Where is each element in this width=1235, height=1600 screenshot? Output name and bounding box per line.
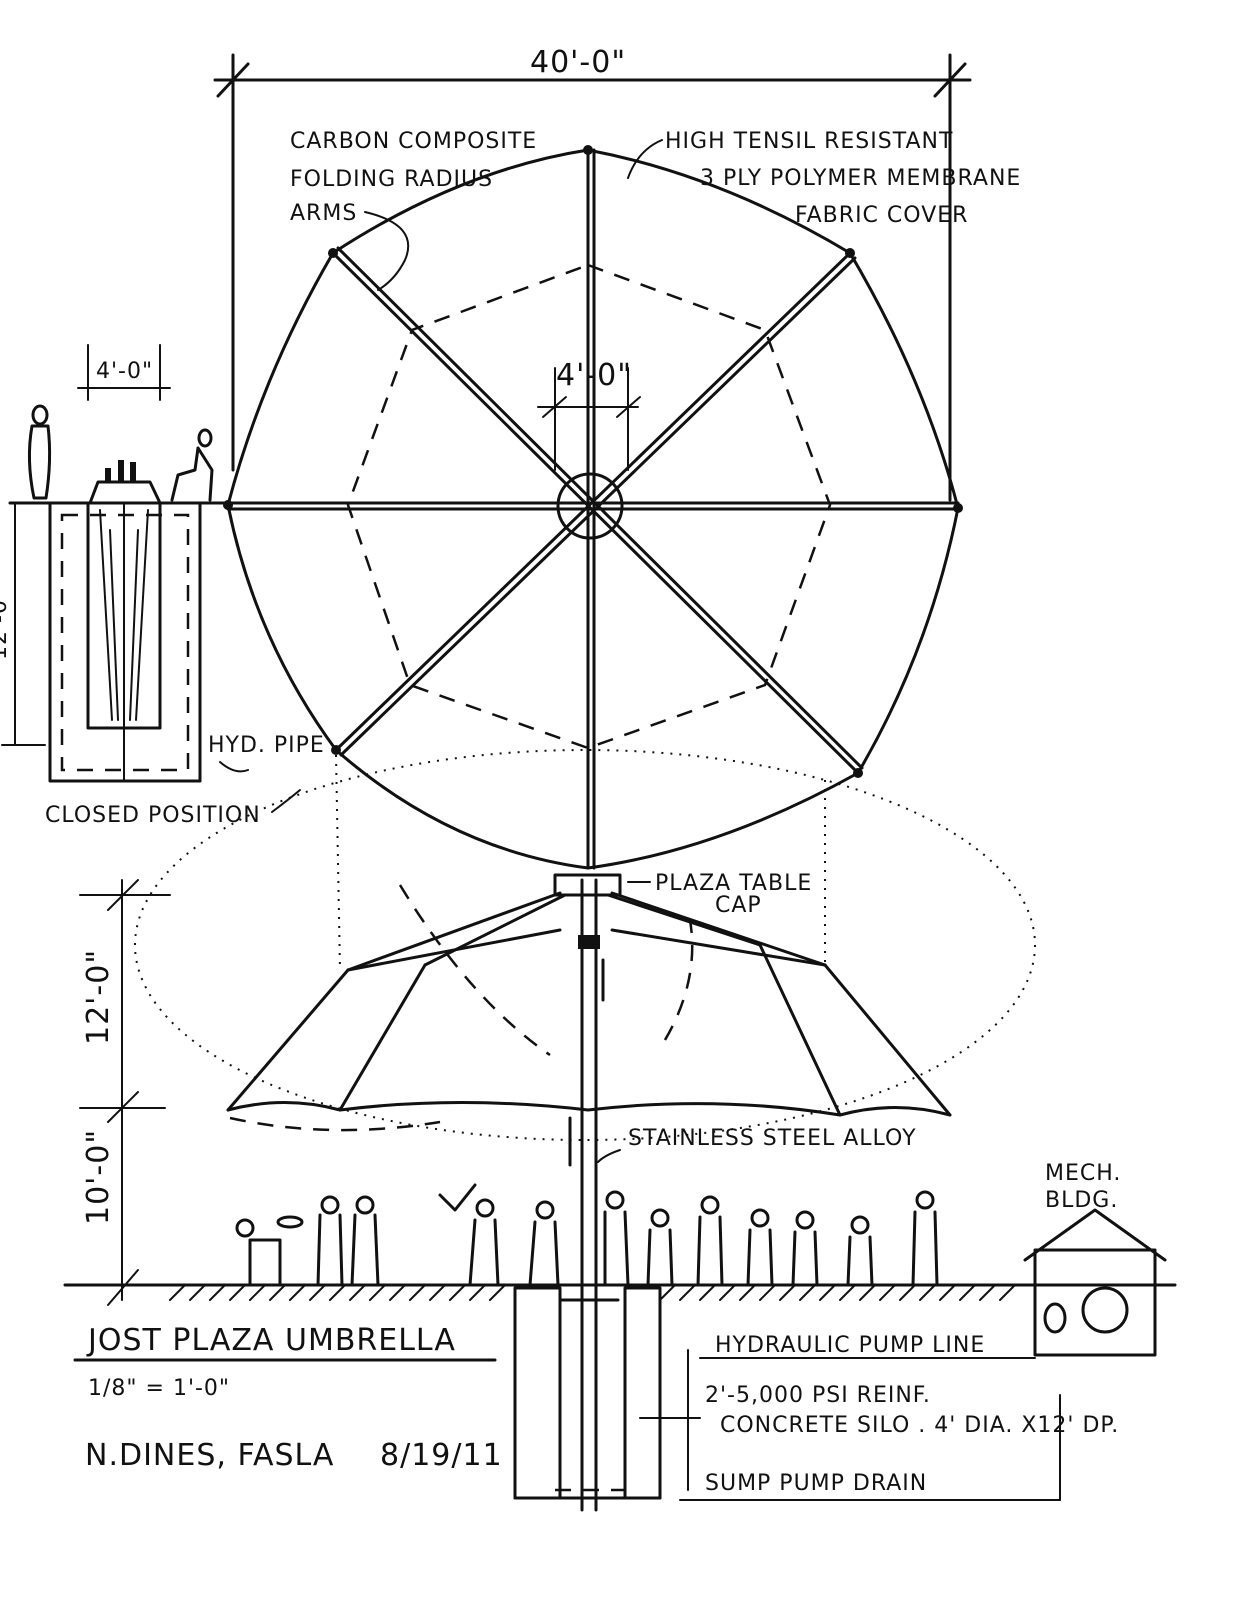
closed-height-text: 12'-0" xyxy=(0,588,12,660)
overall-width-text: 40'-0" xyxy=(530,45,626,80)
closed-width-text: 4'-0" xyxy=(96,359,153,384)
plaza-table-cap xyxy=(553,873,622,897)
title-block: JOST PLAZA UMBRELLA 1/8" = 1'-0" N.DINES… xyxy=(73,1323,503,1473)
membrane-label-line-3: FABRIC COVER xyxy=(795,203,968,228)
sump-label: SUMP PUMP DRAIN xyxy=(705,1471,927,1496)
arm-joints xyxy=(223,145,963,778)
seated-figure-icon xyxy=(170,428,214,502)
membrane-label-line-1: HIGH TENSIL RESISTANT xyxy=(665,129,953,154)
clear-height-text: 10'-0" xyxy=(81,1129,116,1225)
canopy-height-text: 12'-0" xyxy=(81,949,116,1045)
left-crowd xyxy=(235,1183,560,1287)
arms-label-line-3: ARMS xyxy=(290,201,357,226)
mech-label-line-1: MECH. xyxy=(1045,1161,1121,1186)
hub-dimension: 4'-0" xyxy=(537,358,641,471)
radius-arms xyxy=(226,148,960,870)
table-items xyxy=(105,460,136,482)
mast-label: STAINLESS STEEL ALLOY xyxy=(628,1126,917,1151)
hub-dimension-text: 4'-0" xyxy=(556,358,632,393)
standing-figure-icon xyxy=(27,404,52,500)
closed-table-cap xyxy=(88,480,162,505)
mech-label-line-2: BLDG. xyxy=(1045,1188,1118,1213)
canopy-ribs xyxy=(226,891,952,1117)
hyd-pipe-label: HYD. PIPE xyxy=(208,733,325,758)
pump-line-label: HYDRAULIC PUMP LINE xyxy=(715,1333,985,1358)
membrane-label-line-2: 3 PLY POLYMER MEMBRANE xyxy=(700,166,1021,191)
drawing-scale: 1/8" = 1'-0" xyxy=(88,1376,230,1401)
drawing-author: N.DINES, FASLA xyxy=(85,1438,334,1473)
crowd-figures xyxy=(235,1183,939,1287)
table-cap-label-line-1: PLAZA TABLE xyxy=(655,871,812,896)
membrane-leader-arrow xyxy=(627,139,663,179)
silo-label-line-1: 2'-5,000 PSI REINF. xyxy=(705,1383,931,1408)
mech-building: MECH. BLDG. xyxy=(1023,1161,1167,1357)
arms-label: CARBON COMPOSITE FOLDING RADIUS ARMS xyxy=(290,129,537,291)
arms-label-line-1: CARBON COMPOSITE xyxy=(290,129,537,154)
ground-line xyxy=(63,1283,1177,1301)
right-crowd xyxy=(603,1190,939,1287)
closed-position-inset: 4'-0" 12'-0" HYD. PIPE CLOSED POSITION xyxy=(0,344,325,828)
arms-leader-arrow xyxy=(364,211,410,291)
canopy-plan-view: 4'-0" xyxy=(223,145,963,870)
drawing-date: 8/19/11 xyxy=(380,1438,503,1473)
silo-label-line-2: CONCRETE SILO . 4' DIA. X12' DP. xyxy=(720,1413,1119,1438)
folded-canopy xyxy=(99,504,149,781)
arms-label-line-2: FOLDING RADIUS xyxy=(290,167,493,192)
pump-icon xyxy=(1081,1286,1129,1334)
canopy-elevation: 12'-0" 10'-0" xyxy=(79,749,1036,1306)
drawing-title: JOST PLAZA UMBRELLA xyxy=(86,1323,456,1358)
closed-position-label: CLOSED POSITION xyxy=(45,803,261,828)
table-cap-label-line-2: CAP xyxy=(715,893,762,918)
folding-arc xyxy=(134,749,1036,1141)
concrete-silo xyxy=(513,1286,662,1512)
overall-width-dimension: 40'-0" xyxy=(213,45,972,502)
membrane-label: HIGH TENSIL RESISTANT 3 PLY POLYMER MEMB… xyxy=(627,129,1021,228)
hub-ring xyxy=(556,472,624,540)
